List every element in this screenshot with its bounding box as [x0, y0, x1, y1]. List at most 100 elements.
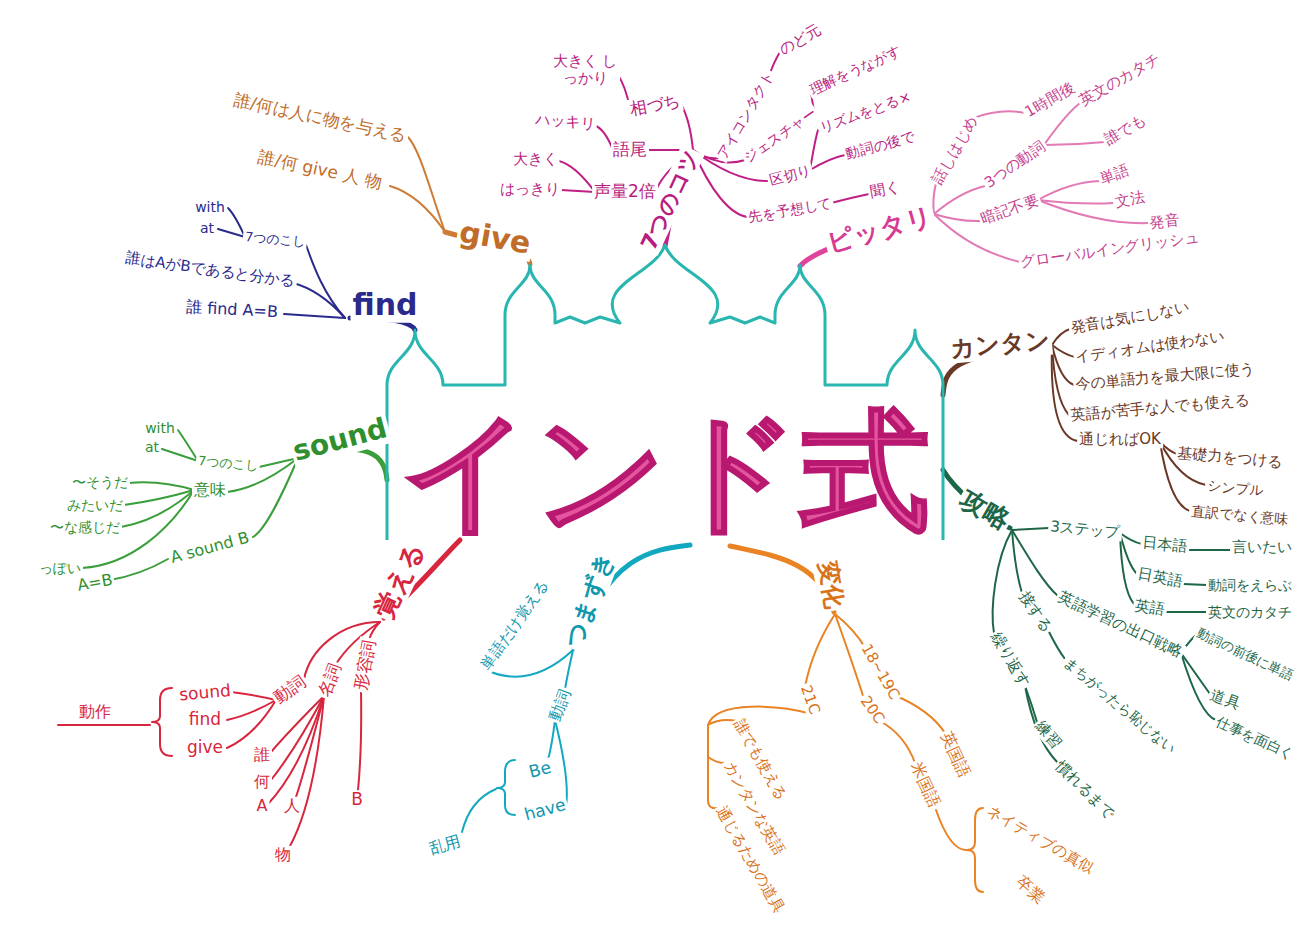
branch-label: ネイティブの真似: [982, 802, 1098, 879]
branch-line: [1166, 611, 1207, 613]
branch-line: [58, 724, 150, 726]
branch-label: B: [349, 790, 365, 810]
branch-label: 7つのこし: [195, 454, 260, 474]
branch-label: 繰り返す: [987, 628, 1034, 692]
branch-line: [1183, 584, 1207, 585]
branch-label: 語尾: [611, 140, 649, 160]
branch-line: [497, 760, 515, 815]
branch-label: 変化: [812, 557, 848, 613]
branch-label: 日本語: [1140, 534, 1190, 555]
branch-line: [835, 614, 864, 699]
branch-label: give: [185, 738, 225, 758]
branch-line: [110, 559, 168, 580]
branch-line: [1181, 653, 1210, 694]
branch-label: 人: [282, 797, 302, 815]
branch-label: 英語: [1132, 597, 1168, 620]
branch-group: [462, 650, 573, 832]
branch-label: with: [193, 199, 227, 215]
branch-label: っぽい: [37, 560, 83, 576]
branch-label: 誰: [252, 746, 272, 764]
branch-label: at: [198, 220, 216, 236]
branch-label: 誰はAがBであると分かる: [122, 249, 297, 290]
branch-label: 攻略: [953, 483, 1016, 537]
branch-label: みたいだ: [65, 497, 125, 513]
branch-label: 〜そうだ: [70, 474, 130, 490]
branch-line: [933, 183, 936, 214]
branch-label: のど元: [774, 20, 825, 59]
branch-line: [1120, 533, 1134, 604]
branch-line: [880, 721, 915, 763]
branch-label: 通じればOK: [1077, 431, 1163, 448]
branch-line: [810, 130, 818, 170]
branch-label: 言いたい: [1230, 539, 1294, 556]
branch-line: [227, 700, 276, 748]
branch-label: 形容詞: [351, 636, 380, 694]
branch-label: ハッキリ: [532, 111, 597, 134]
branch-label: 動詞: [545, 685, 575, 725]
branch-line: [462, 789, 496, 832]
branch-line: [129, 482, 194, 490]
branch-label: 何: [252, 773, 272, 791]
branch-label: はっきり: [498, 181, 562, 198]
branch-label: 乱用: [425, 831, 465, 858]
branch-label: 覚える: [369, 536, 432, 625]
branch-line: [934, 186, 985, 214]
branch-line: [268, 696, 324, 804]
branch-label: 物: [273, 846, 293, 864]
branch-label: 発音は気にしない: [1067, 299, 1192, 338]
branch-label: A=B: [74, 571, 116, 596]
branch-label: 英語が苦手な人でも使える: [1068, 391, 1253, 424]
branch-label: 区切り: [766, 161, 815, 188]
branch-label: 基礎力をつける: [1175, 445, 1285, 472]
branch-line: [708, 707, 812, 809]
branch-label: 誰/何 give 人 物: [254, 147, 385, 193]
branch-label: A sound B: [167, 528, 254, 568]
branch-line: [555, 720, 567, 806]
branch-label: A: [255, 797, 270, 815]
branch-label: 英国語: [936, 728, 975, 783]
branch-label: 米国語: [906, 758, 945, 813]
branch-group: [390, 137, 445, 232]
branch-label: 話しはじめ: [928, 111, 982, 188]
branch-label: ピッタリ: [822, 201, 938, 259]
branch-label: 英語学習の出口戦略: [1053, 588, 1186, 662]
branch-label: 3つの動詞: [980, 137, 1050, 193]
branch-label: 英文のカタチ: [1075, 49, 1165, 111]
branch-line: [293, 283, 345, 318]
branch-label: 動作: [77, 703, 113, 721]
branch-line: [408, 137, 445, 232]
branch-label: 理解をうながす: [805, 41, 904, 99]
branch-label: 21C: [796, 681, 824, 718]
branch-label: グローバルイングリッシュ: [1018, 229, 1203, 272]
branch-label: 単語だけ覚える: [477, 575, 554, 674]
branch-label: 誰でも: [1099, 110, 1150, 149]
branch-label: sound: [176, 681, 233, 705]
branch-label: 接する: [1014, 587, 1056, 637]
center-title: インド式: [401, 400, 930, 543]
branch-line: [936, 810, 966, 850]
branch-line: [152, 688, 172, 756]
branch-line: [974, 111, 1026, 118]
branch-label: 7つのこし: [242, 230, 307, 250]
branch-line: [548, 720, 555, 760]
branch-label: find: [350, 288, 419, 323]
branch-label: 直訳でなく意味: [1188, 503, 1291, 528]
branch-group: [58, 622, 380, 846]
branch-line: [1038, 200, 1114, 204]
branch-label: 慣れるまで: [1051, 756, 1119, 824]
branch-line: [1012, 530, 1058, 596]
branch-label: 声量2倍: [592, 182, 658, 202]
branch-label: 英文のカタチ: [1206, 604, 1294, 620]
branch-line: [1044, 142, 1105, 145]
branch-label: 発音: [1147, 212, 1182, 232]
branch-label: sound: [288, 412, 393, 469]
branch-line: [296, 696, 324, 797]
branch-label: 暗記不要: [977, 191, 1043, 229]
branch-label: 〜な感じだ: [48, 519, 122, 535]
branch-label: 動詞の後で: [842, 128, 918, 163]
branch-line: [218, 229, 245, 237]
branch-label: have: [520, 795, 569, 826]
branch-line: [967, 808, 983, 892]
branch-line: [894, 695, 945, 733]
branch-label: 大きく: [511, 151, 560, 168]
